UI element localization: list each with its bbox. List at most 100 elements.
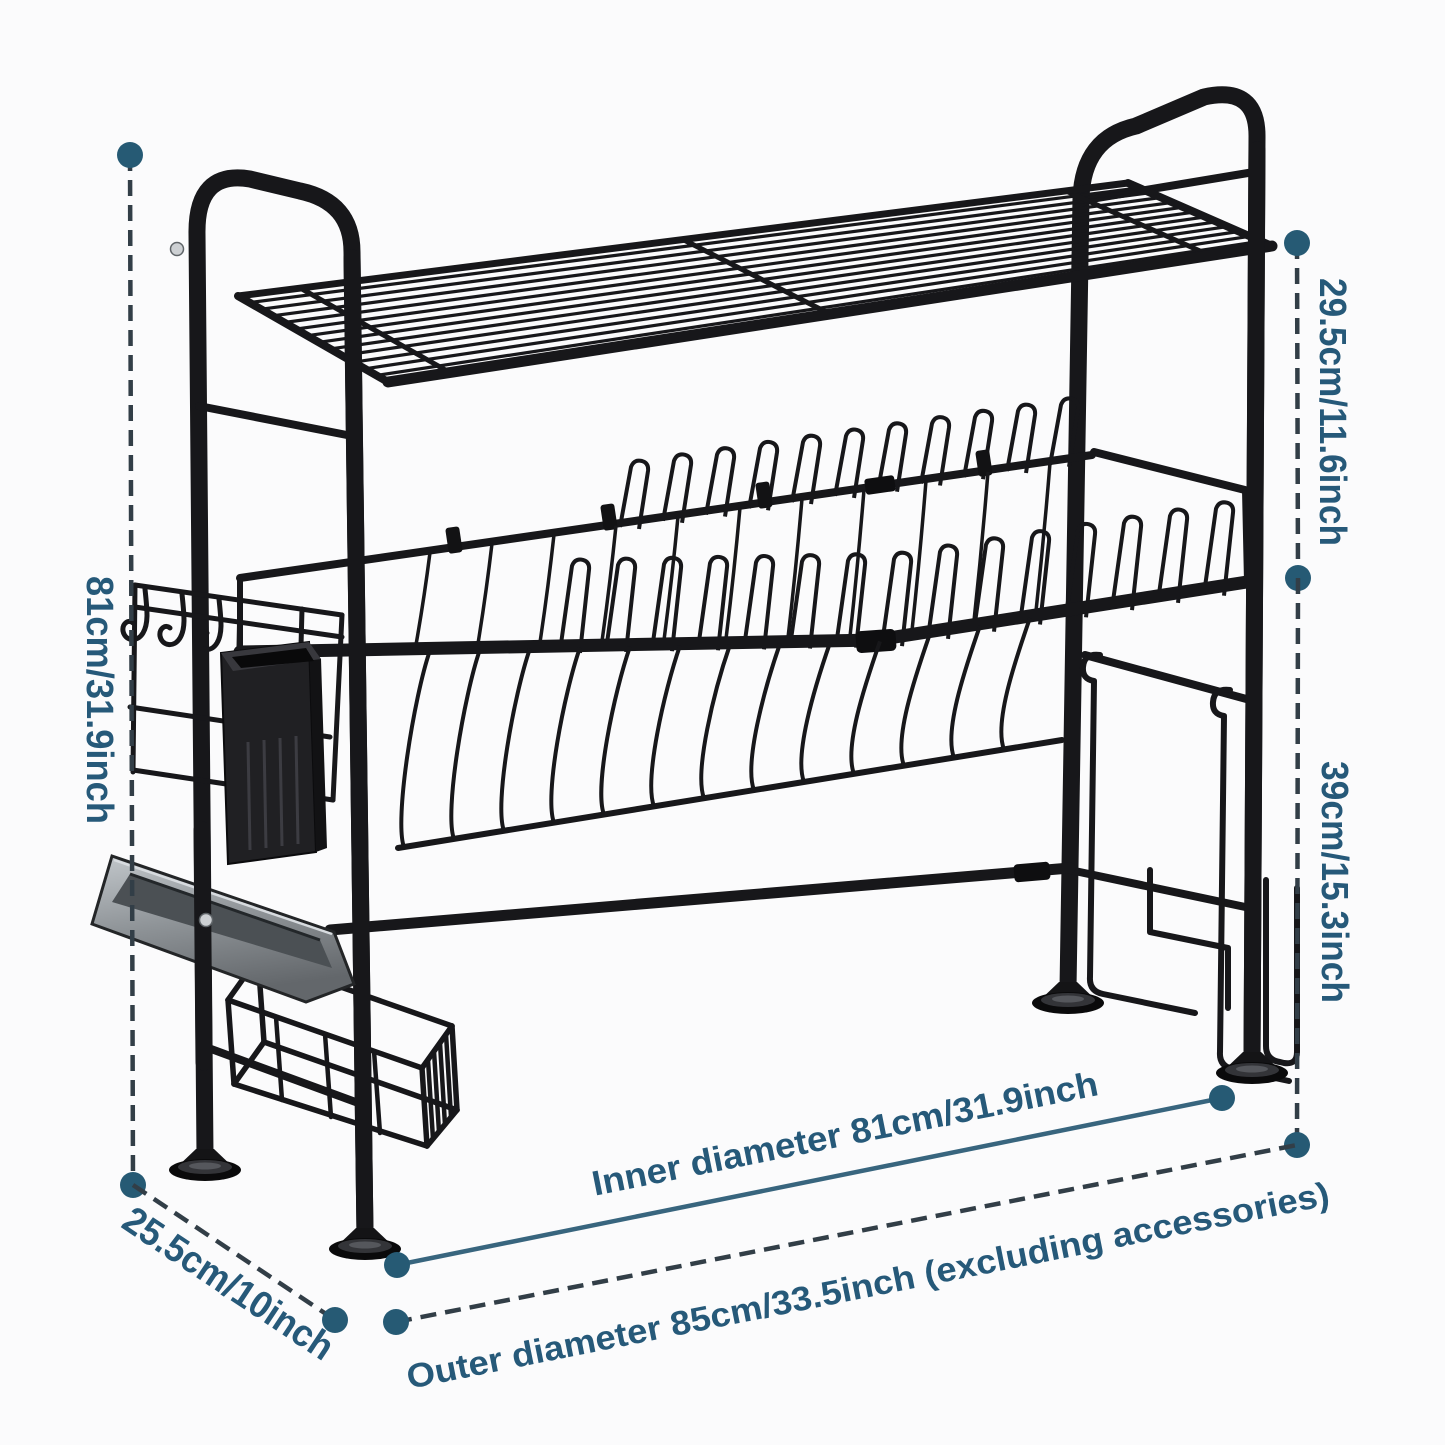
dimension-total-height: 81cm/31.9inch <box>78 142 146 1198</box>
right-top-crossbar <box>1081 168 1258 204</box>
rack-foot <box>169 1149 241 1181</box>
front-left-leg <box>343 249 374 1243</box>
upper-height-line <box>1294 242 1301 579</box>
rack-foot <box>329 1228 401 1260</box>
plate-divider <box>1110 514 1144 611</box>
tier-wire <box>910 480 928 631</box>
tier-wire <box>662 516 680 641</box>
plate-divider <box>604 556 638 653</box>
rail-clip <box>755 481 773 509</box>
plate-divider <box>919 415 952 486</box>
basket-wire <box>949 625 982 759</box>
basket-wire <box>399 649 432 848</box>
shelf-rear-edge <box>234 179 1132 300</box>
dimension-endpoint-dot <box>322 1307 348 1333</box>
basket-wire <box>799 642 832 783</box>
dimension-endpoint-dot <box>1284 1132 1310 1158</box>
dimension-endpoint-dot <box>1284 230 1310 256</box>
rail-clip <box>445 526 463 554</box>
plate-divider <box>696 554 730 651</box>
front-right-leg <box>1243 141 1266 1067</box>
rail-clip <box>975 449 993 477</box>
shelf-support <box>1064 188 1212 258</box>
dimension-endpoint-dot <box>1209 1085 1235 1111</box>
plate-divider <box>1005 402 1038 474</box>
tier-wire <box>786 498 804 638</box>
basket-wire <box>649 644 682 808</box>
shelf-right-edge <box>1124 179 1276 250</box>
plate-divider <box>972 536 1006 632</box>
basket-wire <box>449 648 482 840</box>
dimension-lower-height: 39cm/15.3inch <box>1284 577 1355 1158</box>
total-height-label: 81cm/31.9inch <box>78 576 120 824</box>
inner-width-line <box>396 1095 1223 1268</box>
dimension-depth: 25.5cm/10inch <box>115 1183 348 1369</box>
plate-divider <box>926 543 960 640</box>
upper-height-label: 29.5cm/11.6inch <box>1311 278 1353 546</box>
stabilizer-bar <box>324 862 1076 936</box>
basket-wire <box>599 645 632 816</box>
lower-height-label: 39cm/15.3inch <box>1313 761 1355 1003</box>
plate-divider <box>876 421 909 493</box>
cutting-board-holder <box>1079 651 1300 1084</box>
rear-left-leg <box>193 821 213 1071</box>
basket-wire <box>999 617 1032 751</box>
total-height-line <box>127 154 136 1186</box>
dish-tier <box>233 396 1254 851</box>
depth-label: 25.5cm/10inch <box>115 1199 341 1369</box>
plate-dividers-rear-row <box>618 396 1081 530</box>
tier-wire <box>1034 462 1052 612</box>
dimension-endpoint-dot <box>383 1309 409 1335</box>
front-rail-sleeve <box>855 628 897 654</box>
outer-width-label: Outer diameter 85cm/33.5inch (excluding … <box>403 1175 1332 1396</box>
plate-divider <box>1064 521 1098 618</box>
tier-wire <box>600 525 618 642</box>
stabilizer-sleeve <box>1013 861 1051 883</box>
shelf-support <box>681 237 832 317</box>
plate-divider <box>558 557 592 654</box>
back-rail-sleeve <box>864 475 896 495</box>
screw <box>169 241 185 257</box>
dimension-endpoint-dot <box>117 142 143 168</box>
tier-back-rail <box>236 451 1096 582</box>
shelf-left-edge <box>234 292 392 386</box>
utensil-holder-cup <box>219 640 327 866</box>
plate-divider <box>1048 396 1081 468</box>
basket-wire <box>899 632 932 767</box>
depth-line <box>131 1183 337 1322</box>
plate-divider <box>833 427 866 499</box>
dimension-outer-width: Outer diameter 85cm/33.5inch (excluding … <box>383 1142 1333 1397</box>
plate-divider <box>834 552 868 648</box>
right-frame-arch <box>1059 86 1266 1067</box>
plate-divider <box>880 550 914 647</box>
tier-front-rail <box>233 575 1254 659</box>
top-shelf-wires <box>249 186 1262 377</box>
plate-divider <box>1018 529 1052 625</box>
drip-tray <box>90 854 356 1004</box>
outer-width-line <box>395 1142 1298 1325</box>
basket-bottom-rim <box>395 737 1065 851</box>
shelf-front-edge <box>382 240 1278 388</box>
basket-wire <box>699 644 732 799</box>
rack-feet <box>169 982 1288 1260</box>
basket-wire <box>849 640 882 775</box>
rack-foot <box>1216 1052 1288 1084</box>
rack-foot <box>1032 982 1104 1014</box>
plate-dividers-front-row <box>558 500 1236 654</box>
left-frame-arch <box>188 169 374 1243</box>
plate-divider <box>618 458 651 530</box>
plate-divider <box>661 452 694 524</box>
plate-divider <box>788 553 822 649</box>
plate-divider <box>747 439 780 511</box>
tier-inner-wires <box>414 462 1052 646</box>
shelf-support <box>299 285 452 375</box>
plate-divider <box>962 408 995 480</box>
tier-wire <box>848 489 866 637</box>
plate-divider <box>704 446 737 517</box>
rail-clip <box>600 503 618 531</box>
plate-divider <box>790 433 823 505</box>
basket-wire <box>749 643 782 791</box>
right-hanger-crossbar <box>1081 651 1254 704</box>
tier-wire <box>414 552 432 646</box>
